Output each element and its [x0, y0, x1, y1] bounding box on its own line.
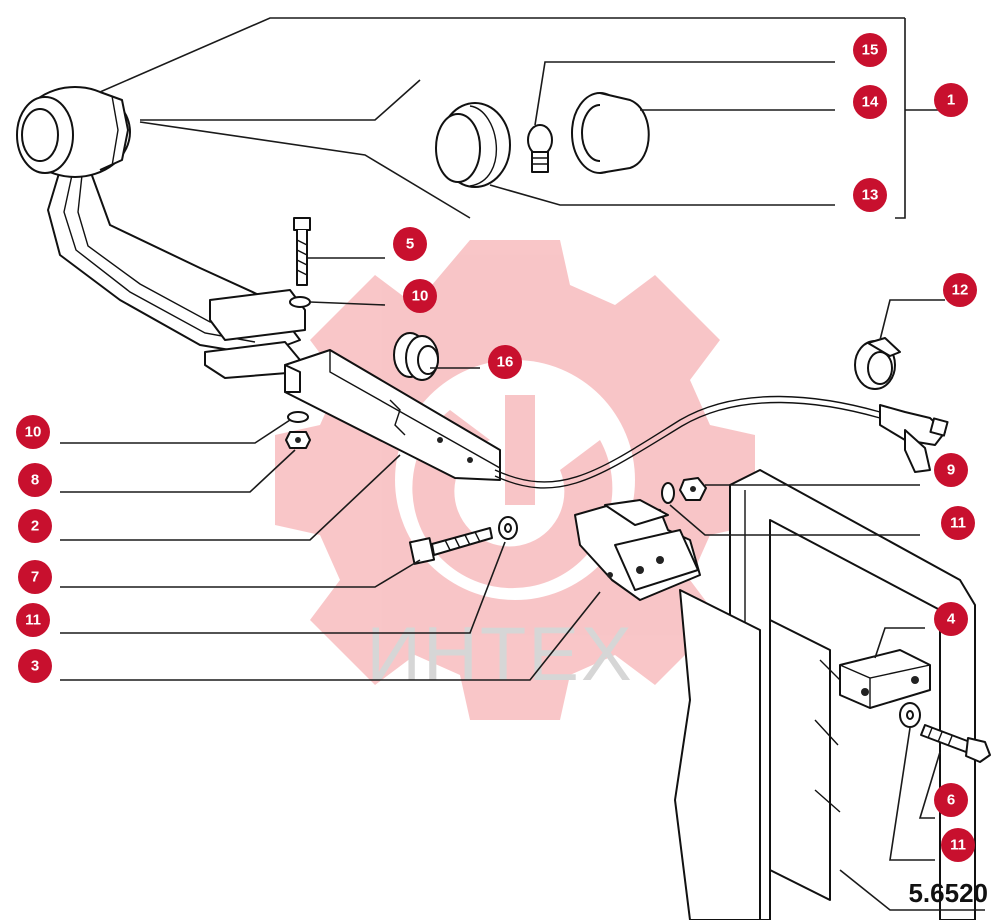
vehicle-frame [674, 469, 976, 920]
callout-11-right-lower: 11 [941, 828, 975, 862]
callout-5: 5 [393, 227, 427, 261]
svg-text:3: 3 [31, 658, 39, 675]
svg-text:6: 6 [947, 792, 955, 809]
connector-plug [879, 404, 949, 473]
svg-text:15: 15 [862, 42, 879, 59]
svg-text:10: 10 [25, 424, 42, 441]
bulb-15 [527, 124, 553, 173]
svg-text:11: 11 [950, 515, 966, 532]
callout-13: 13 [853, 178, 887, 212]
svg-text:13: 13 [862, 187, 879, 204]
bolt-5 [293, 217, 311, 286]
svg-text:16: 16 [497, 354, 514, 371]
knob-cap-13 [435, 102, 511, 188]
callout-10-bottom: 10 [16, 415, 50, 449]
watermark-text: ИНТЕХ [366, 612, 633, 697]
callout-12: 12 [943, 273, 977, 307]
svg-text:7: 7 [31, 569, 39, 586]
callout-16: 16 [488, 345, 522, 379]
callout-6: 6 [934, 783, 968, 817]
callout-7: 7 [18, 560, 52, 594]
washer-10-bottom [287, 411, 309, 423]
svg-text:8: 8 [31, 472, 39, 489]
callout-3: 3 [18, 649, 52, 683]
washer-11-c [899, 702, 921, 728]
callout-10-top: 10 [403, 279, 437, 313]
bolt-6 [920, 724, 991, 763]
callout-9: 9 [934, 453, 968, 487]
diagram-code: 5.6520 [908, 878, 988, 908]
svg-text:11: 11 [950, 837, 966, 854]
callout-1: 1 [934, 83, 968, 117]
nut-9-hex [679, 477, 707, 501]
callout-11-right-upper: 11 [941, 506, 975, 540]
svg-text:14: 14 [862, 94, 879, 111]
svg-text:10: 10 [412, 288, 429, 305]
svg-text:9: 9 [947, 462, 955, 479]
svg-text:4: 4 [947, 611, 956, 628]
washer-10-top [289, 296, 311, 308]
callout-15: 15 [853, 33, 887, 67]
clamp-12 [854, 337, 901, 390]
washer-11-b [498, 516, 518, 540]
callout-8: 8 [18, 463, 52, 497]
bolt-7 [408, 527, 493, 565]
svg-text:11: 11 [25, 612, 41, 629]
svg-text:12: 12 [952, 282, 969, 299]
svg-text:5: 5 [406, 236, 414, 253]
callout-2: 2 [18, 509, 52, 543]
callout-4: 4 [934, 602, 968, 636]
bracket-3 [574, 499, 701, 601]
svg-text:2: 2 [31, 518, 39, 535]
nut-8 [285, 431, 311, 449]
svg-text:1: 1 [947, 92, 955, 109]
washer-11-a [661, 482, 675, 504]
support-tube [284, 349, 501, 481]
control-lever [16, 86, 306, 379]
callout-14: 14 [853, 85, 887, 119]
callout-11-left: 11 [16, 603, 50, 637]
grommet-16 [393, 332, 439, 381]
sleeve-14 [571, 92, 650, 174]
clamp-block-4 [839, 649, 931, 709]
leader-lines [60, 17, 985, 911]
